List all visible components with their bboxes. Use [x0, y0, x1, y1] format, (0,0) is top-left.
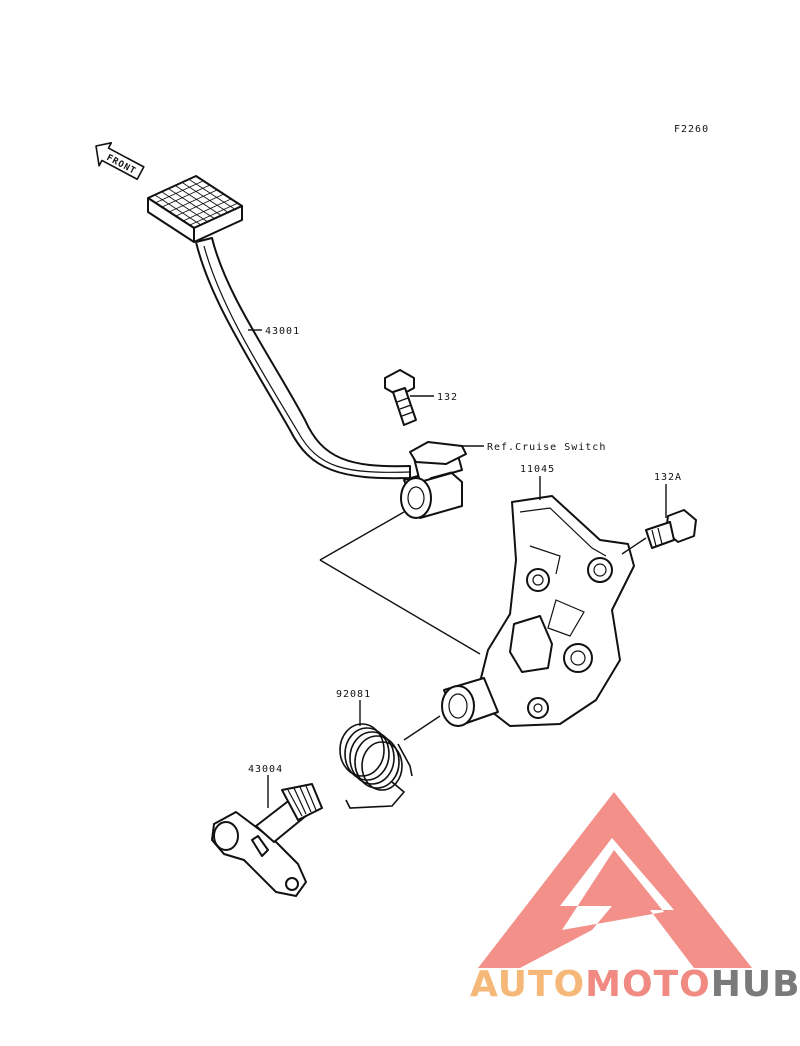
front-arrow-icon: FRONT	[95, 142, 145, 181]
svg-text:AUTOMOTOHUB: AUTOMOTOHUB	[470, 964, 800, 1005]
part-label-43001: 43001	[265, 326, 300, 337]
leader-lines	[248, 329, 667, 808]
part-label-92081: 92081	[336, 689, 371, 700]
bracket-11045	[441, 495, 635, 727]
part-label-132: 132	[437, 392, 458, 403]
cruise-switch-plate	[409, 441, 467, 465]
brake-pedal	[147, 175, 463, 519]
part-label-132a: 132A	[654, 472, 682, 483]
part-label-43004: 43004	[248, 764, 283, 775]
part-label-11045: 11045	[520, 464, 555, 475]
bolt-132	[384, 369, 417, 426]
watermark-auto: AUTO	[470, 964, 585, 1005]
bolt-132a	[645, 509, 697, 549]
watermark-moto: MOTO	[585, 964, 711, 1005]
ref-cruise-switch-label: Ref.Cruise Switch	[487, 442, 606, 453]
figure-code: F2260	[674, 124, 709, 135]
watermark-triangle-icon	[478, 792, 752, 968]
spring-92081	[339, 723, 413, 809]
shaft-43004	[211, 783, 323, 897]
watermark-logo: AUTOMOTOHUB	[470, 792, 800, 1005]
pedal-pad-grid	[154, 179, 239, 226]
watermark-hub: HUB	[711, 964, 800, 1005]
